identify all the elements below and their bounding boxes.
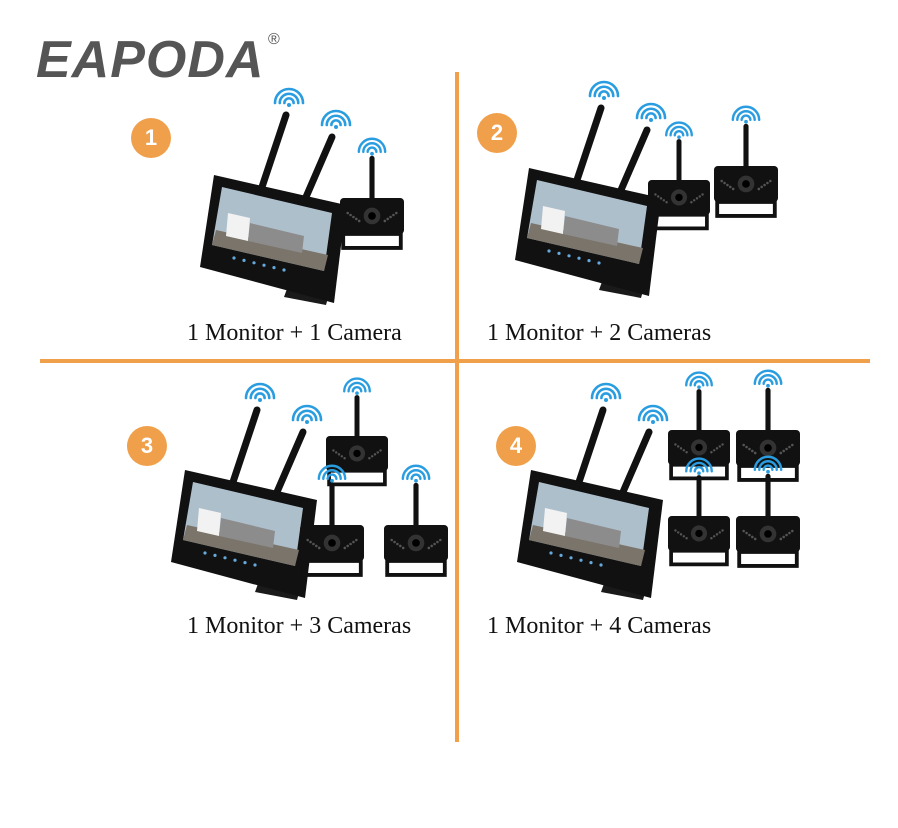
panel-4-camera-3-wifi-icon [685,457,713,476]
panel-2-camera-2-wifi-icon [731,105,761,124]
panel-4-camera-3 [668,475,730,567]
horizontal-divider [40,359,870,363]
panel-3-camera-2 [300,482,364,577]
panel-4-monitor-wifi-icon-a [590,382,622,402]
panel-2-monitor [515,104,661,298]
panel-4-camera-4 [736,473,800,568]
panel-2-camera-1-wifi-icon [665,121,693,140]
panel-2-monitor-wifi-icon-b [635,102,667,122]
panel-4-caption: 1 Monitor + 4 Cameras [487,613,712,639]
panel-1-monitor [200,111,346,305]
panel-4-camera-4-wifi-icon [753,455,783,474]
panel-2-monitor-wifi-icon-a [588,80,620,100]
panel-2-number-badge: 2 [477,113,517,153]
panel-3-camera-2-wifi-icon [317,464,347,483]
panel-3-caption: 1 Monitor + 3 Cameras [187,613,412,639]
panel-1-caption: 1 Monitor + 1 Camera [187,320,402,346]
panel-4-camera-1-wifi-icon [685,371,713,390]
registered-mark: ® [268,31,281,48]
panel-4-monitor [517,406,663,600]
panel-3-camera-1-wifi-icon [343,377,371,396]
panel-3-camera-1 [326,395,388,487]
panel-4-camera-2 [736,387,800,482]
vertical-divider [455,72,459,742]
brand-logo: EAPODA ® [36,31,280,89]
panel-2-camera-2 [714,123,778,218]
panel-1-camera-1 [340,155,404,250]
panel-4-camera-1 [668,389,730,481]
panel-2-caption: 1 Monitor + 2 Cameras [487,320,712,346]
panel-4-monitor-wifi-icon-b [637,404,669,424]
panel-3-number-badge: 3 [127,426,167,466]
panel-1-camera-1-wifi-icon [357,137,387,156]
panel-2-camera-1 [648,139,710,231]
panel-1-monitor-wifi-icon-a [273,87,305,107]
panel-3-monitor-wifi-icon-a [244,382,276,402]
panel-3-camera-3-wifi-icon [401,464,431,483]
panel-3-monitor [171,406,317,600]
panel-4-number-badge: 4 [496,426,536,466]
panel-4-camera-2-wifi-icon [753,369,783,388]
brand-name: EAPODA [36,31,265,89]
panel-3-camera-3 [384,482,448,577]
panel-3-monitor-wifi-icon-b [291,404,323,424]
panel-1-monitor-wifi-icon-b [320,109,352,129]
panel-1-number-badge: 1 [131,118,171,158]
